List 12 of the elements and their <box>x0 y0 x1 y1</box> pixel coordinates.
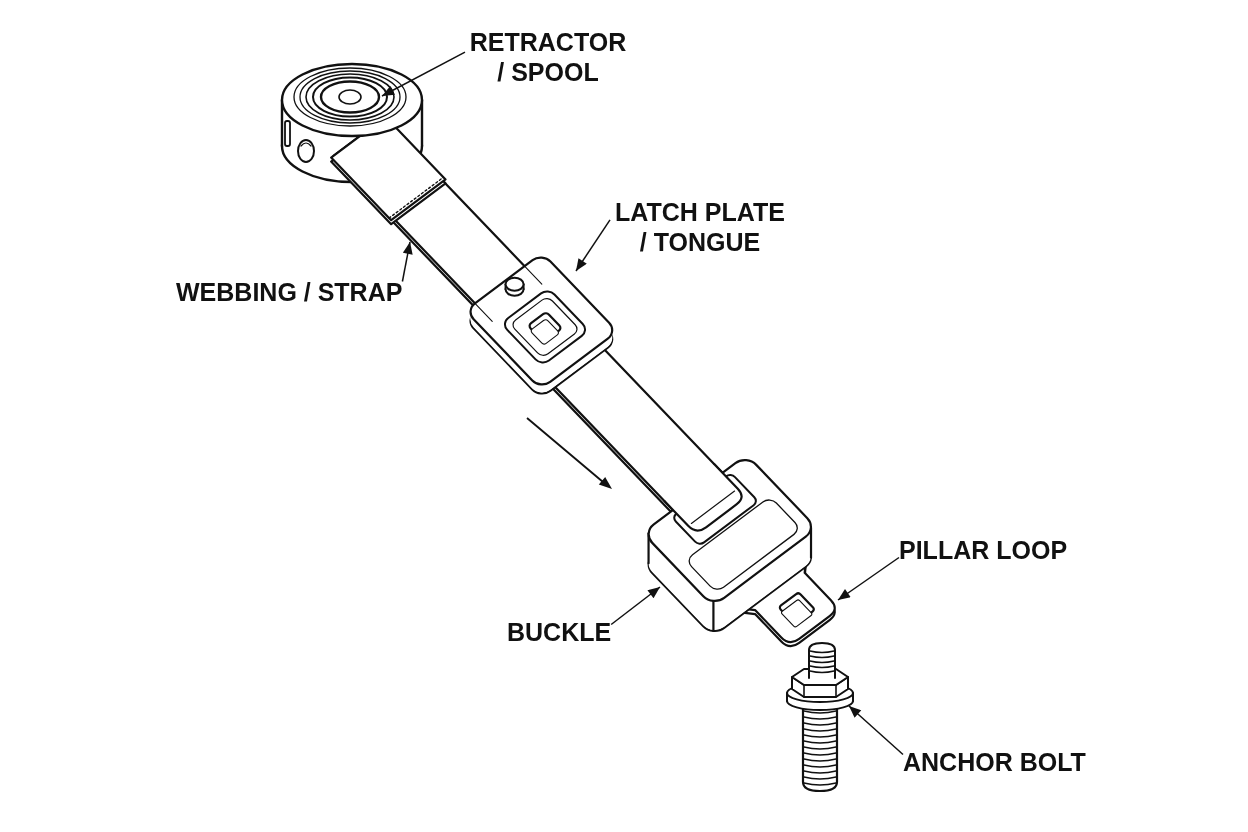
part-label: ANCHOR BOLT <box>903 747 1086 777</box>
leader-line <box>848 705 904 756</box>
part-label: BUCKLE <box>507 617 612 647</box>
leader-line <box>610 586 661 626</box>
leader-line <box>837 556 900 601</box>
leader-line <box>575 219 611 272</box>
part-label: LATCH PLATE / TONGUE <box>610 197 790 257</box>
leader-line <box>401 241 413 283</box>
leader-line <box>381 51 466 97</box>
part-label: PILLAR LOOP <box>899 535 1068 565</box>
part-label: WEBBING / STRAP <box>176 277 403 307</box>
part-label: RETRACTOR / SPOOL <box>465 27 631 87</box>
